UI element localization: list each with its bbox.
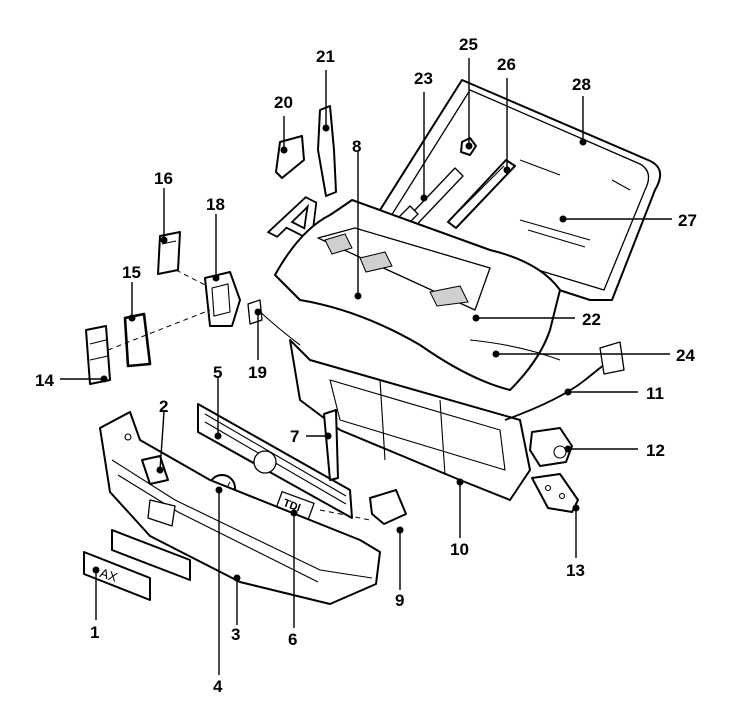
- plate-text: AX: [98, 565, 119, 585]
- part-lens: [85, 325, 111, 385]
- part-release-cable: [504, 341, 625, 421]
- callout-6: 6: [288, 630, 297, 649]
- part-bumper-bracket: [141, 455, 169, 485]
- callout-19: 19: [248, 363, 267, 382]
- callout-8: 8: [352, 137, 361, 156]
- callout-28: 28: [572, 75, 591, 94]
- callout-16: 16: [154, 169, 173, 188]
- callout-labels: 1 2 3 4 5 6 7 8 9 10 11 12 13 14 15 16 1…: [35, 35, 697, 696]
- callout-4: 4: [213, 677, 223, 696]
- part-connector: [247, 299, 301, 346]
- callout-9: 9: [395, 591, 404, 610]
- callout-15: 15: [122, 263, 141, 282]
- callout-21: 21: [316, 47, 335, 66]
- callout-22: 22: [582, 310, 601, 329]
- callout-12: 12: [646, 441, 665, 460]
- part-headlamp: [204, 271, 241, 327]
- callout-25: 25: [459, 35, 478, 54]
- callout-2: 2: [159, 397, 168, 416]
- part-hinge: [275, 135, 305, 179]
- callout-20: 20: [274, 93, 293, 112]
- callout-5: 5: [213, 363, 222, 382]
- part-bonnet-lock: [529, 427, 573, 467]
- part-grille-bracket: [323, 409, 339, 481]
- callout-23: 23: [414, 69, 433, 88]
- part-support-bracket: [369, 489, 407, 525]
- callout-27: 27: [678, 211, 697, 230]
- callout-1: 1: [90, 623, 99, 642]
- assembly-lines: [107, 269, 371, 521]
- part-hinge-arm: [317, 105, 337, 197]
- callout-11: 11: [646, 384, 664, 403]
- part-gasket: [123, 312, 152, 368]
- callout-18: 18: [206, 195, 225, 214]
- callout-26: 26: [497, 55, 516, 74]
- callout-24: 24: [676, 346, 695, 365]
- callout-7: 7: [290, 427, 299, 446]
- leader-lines: [60, 58, 672, 675]
- part-grille: [197, 403, 353, 519]
- part-number-plate: AX: [83, 529, 191, 601]
- part-lock-bracket: [531, 473, 579, 513]
- part-deflector: [469, 339, 561, 361]
- part-front-panel: [289, 339, 531, 501]
- part-bumper: [99, 411, 381, 605]
- part-wiper-blade: [447, 159, 516, 229]
- callout-3: 3: [231, 625, 240, 644]
- callout-14: 14: [35, 371, 54, 390]
- callout-10: 10: [450, 540, 469, 559]
- callout-13: 13: [566, 561, 585, 580]
